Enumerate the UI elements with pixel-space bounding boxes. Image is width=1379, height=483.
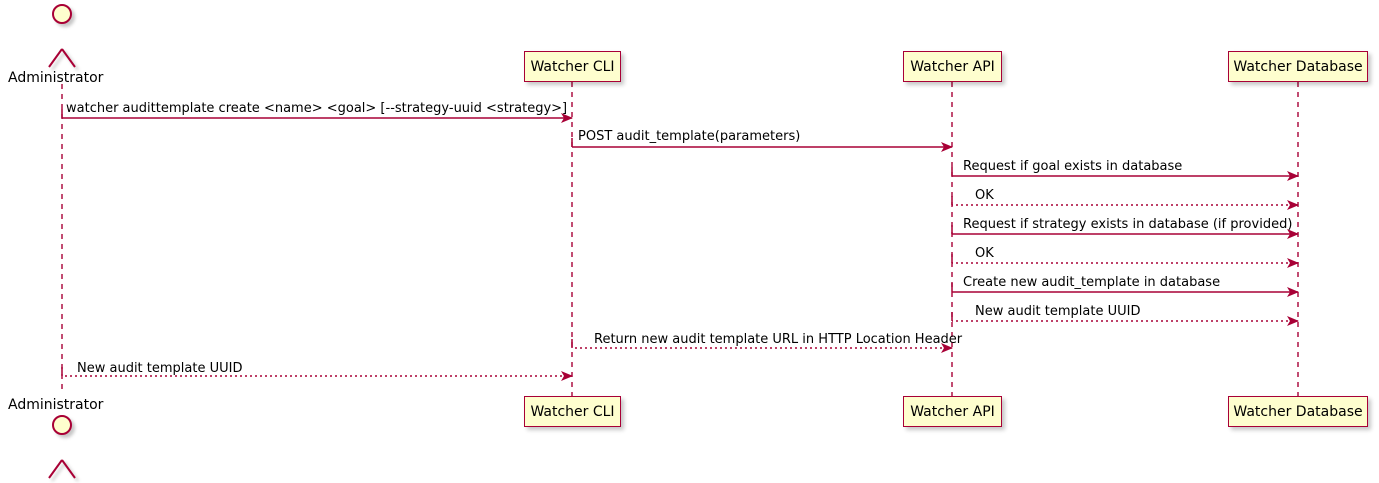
- participant-label: Watcher CLI: [530, 403, 615, 420]
- actor-label-administrator-top: Administrator: [8, 70, 104, 86]
- actor-leg-right-administrator-top: [61, 48, 76, 68]
- actor-leg-right-administrator-bottom: [61, 459, 76, 479]
- message-label-0: watcher audittemplate create <name> <goa…: [66, 101, 568, 116]
- actor-head-administrator-bottom: [52, 415, 72, 435]
- participant-label: Watcher Database: [1233, 403, 1363, 420]
- participant-label: Watcher API: [910, 58, 995, 75]
- participant-box-watcher-api-top[interactable]: Watcher API: [903, 51, 1002, 82]
- participant-box-watcher-api-bottom[interactable]: Watcher API: [903, 396, 1002, 427]
- message-label-8: Return new audit template URL in HTTP Lo…: [594, 332, 963, 347]
- participant-box-watcher-database-bottom[interactable]: Watcher Database: [1228, 396, 1368, 427]
- message-label-4: Request if strategy exists in database (…: [963, 217, 1293, 232]
- participant-label: Watcher Database: [1233, 58, 1363, 75]
- participant-box-watcher-database-top[interactable]: Watcher Database: [1228, 51, 1368, 82]
- actor-figures-group: [47, 4, 77, 479]
- participant-box-watcher-cli-bottom[interactable]: Watcher CLI: [524, 396, 621, 427]
- actor-label-administrator-bottom: Administrator: [8, 397, 104, 413]
- message-label-6: Create new audit_template in database: [963, 275, 1221, 290]
- message-label-9: New audit template UUID: [77, 361, 243, 376]
- participant-label: Watcher CLI: [530, 58, 615, 75]
- actor-head-administrator-top: [52, 4, 72, 24]
- actor-leg-left-administrator-top: [48, 48, 63, 68]
- message-label-7: New audit template UUID: [975, 304, 1141, 319]
- message-label-1: POST audit_template(parameters): [578, 129, 801, 144]
- message-arrows-group: [61, 109, 1299, 381]
- message-label-2: Request if goal exists in database: [963, 159, 1183, 174]
- message-label-5: OK: [975, 246, 994, 261]
- actor-leg-left-administrator-bottom: [48, 459, 63, 479]
- actor-figure-administrator-top: [47, 4, 77, 68]
- participant-label: Watcher API: [910, 403, 995, 420]
- message-label-3: OK: [975, 188, 994, 203]
- actor-figure-administrator-bottom: [47, 415, 77, 479]
- participant-box-watcher-cli-top[interactable]: Watcher CLI: [524, 51, 621, 82]
